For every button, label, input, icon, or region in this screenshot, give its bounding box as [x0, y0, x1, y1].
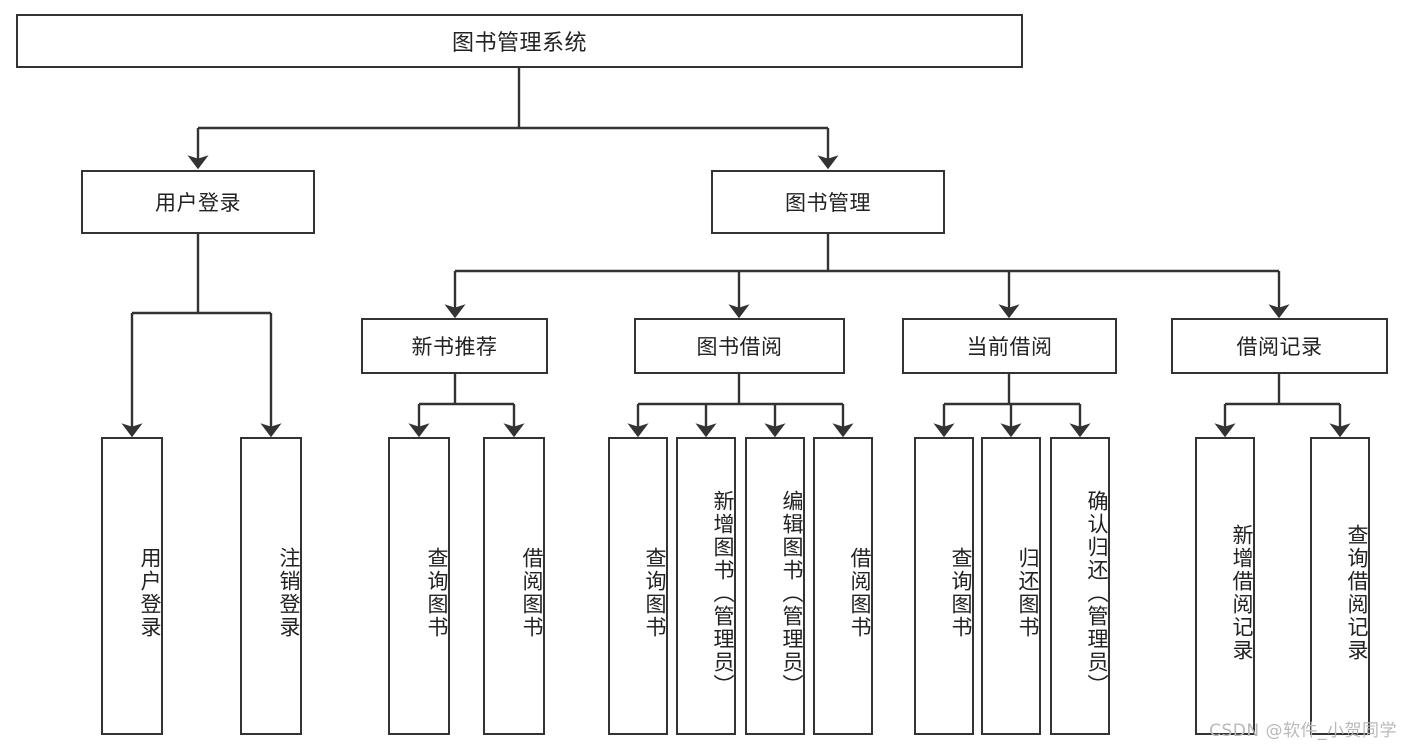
leaf-query-borrow-record[interactable]: 查询借阅记录	[1310, 437, 1370, 735]
node-current-borrow[interactable]: 当前借阅	[902, 318, 1117, 374]
node-new-book-recommend[interactable]: 新书推荐	[361, 318, 548, 374]
leaf-borrow-book[interactable]: 借阅图书	[813, 437, 873, 735]
node-user-login[interactable]: 用户登录	[81, 170, 315, 234]
leaf-add-book-admin[interactable]: 新增图书（管理员）	[676, 437, 736, 735]
node-book-management[interactable]: 图书管理	[711, 170, 945, 234]
leaf-user-login[interactable]: 用户登录	[101, 437, 163, 735]
leaf-user-logout[interactable]: 注销登录	[240, 437, 302, 735]
leaf-add-borrow-record[interactable]: 新增借阅记录	[1195, 437, 1255, 735]
node-root[interactable]: 图书管理系统	[16, 14, 1023, 68]
leaf-return-book[interactable]: 归还图书	[981, 437, 1041, 735]
node-book-borrow[interactable]: 图书借阅	[634, 318, 845, 374]
leaf-borrow-books-recommend[interactable]: 借阅图书	[483, 437, 545, 735]
leaf-confirm-return-admin[interactable]: 确认归还（管理员）	[1050, 437, 1110, 735]
leaf-query-books-borrow[interactable]: 查询图书	[608, 437, 668, 735]
csdn-watermark: CSDN @软件_小贺同学	[1209, 721, 1397, 741]
leaf-query-books-current[interactable]: 查询图书	[914, 437, 974, 735]
leaf-query-books-recommend[interactable]: 查询图书	[388, 437, 450, 735]
leaf-edit-book-admin[interactable]: 编辑图书（管理员）	[745, 437, 805, 735]
node-borrow-records[interactable]: 借阅记录	[1171, 318, 1388, 374]
